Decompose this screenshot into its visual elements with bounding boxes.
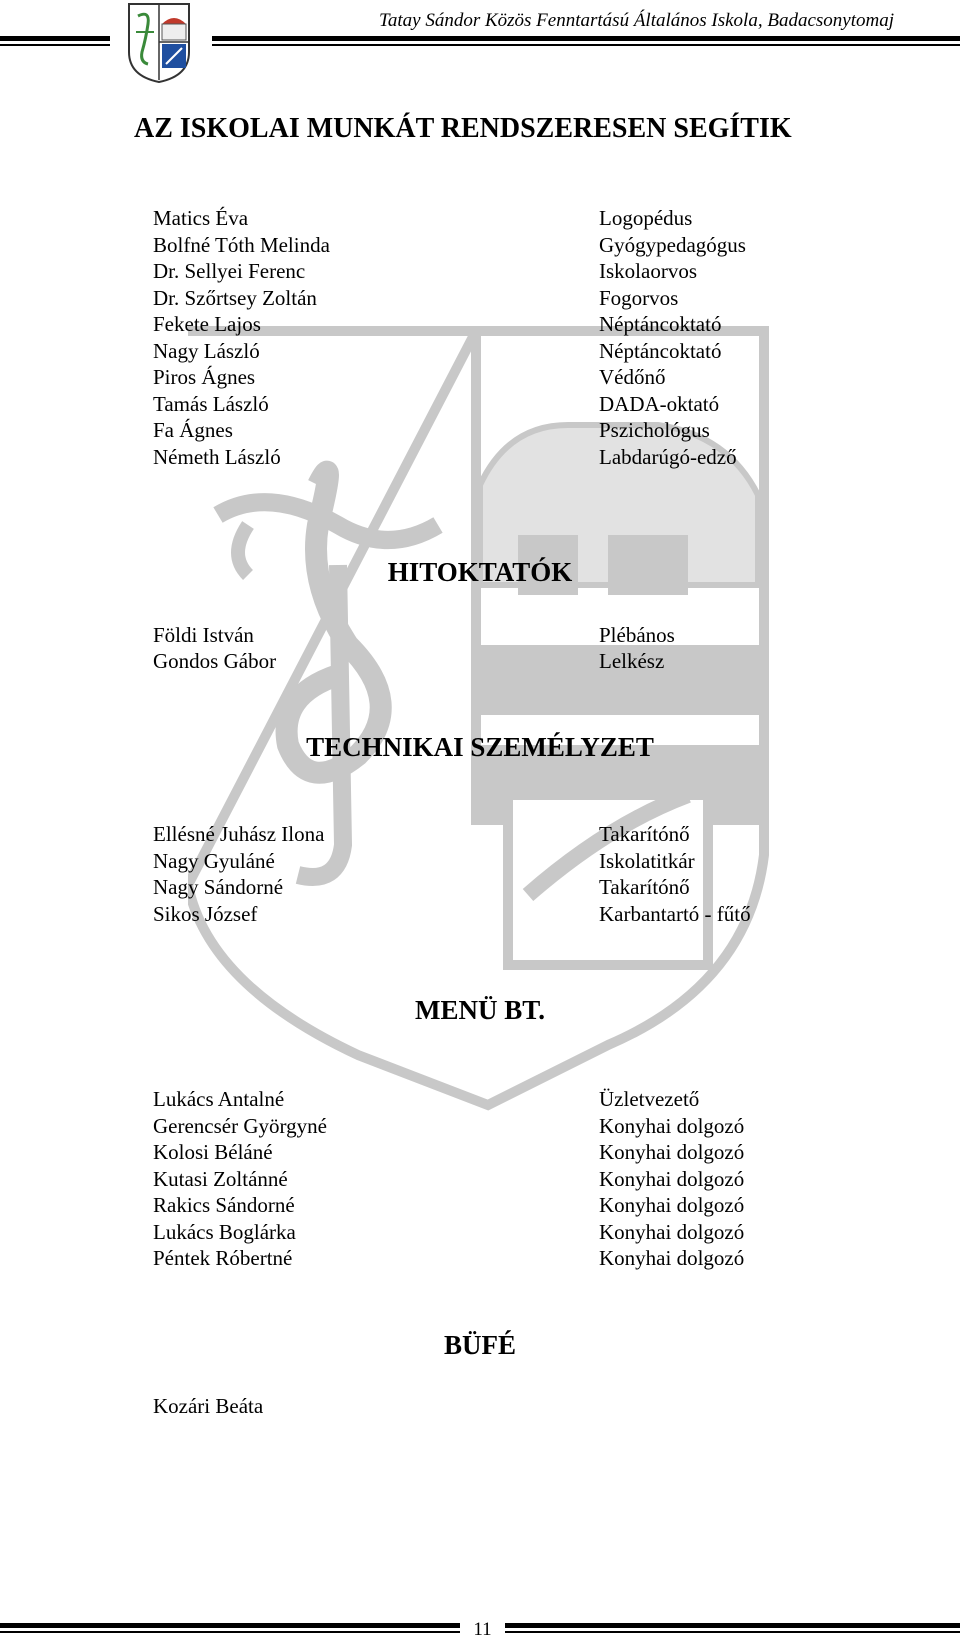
list-item: Tamás László DADA-oktató	[0, 391, 960, 418]
list-item: Kozári Beáta	[0, 1393, 960, 1420]
person-name: Földi István	[153, 623, 254, 647]
person-role: Konyhai dolgozó	[599, 1140, 745, 1164]
section-heading-menu: MENÜ BT.	[414, 995, 545, 1025]
section-heading-buffet: BÜFÉ	[443, 1330, 516, 1360]
section-heading-religion: HITOKTATÓK	[387, 557, 573, 587]
person-role: Védőnő	[599, 365, 666, 389]
list-item: Dr. Sellyei Ferenc Iskolaorvos	[0, 258, 960, 285]
person-name: Dr. Szőrtsey Zoltán	[153, 286, 317, 310]
person-role: Logopédus	[599, 206, 693, 230]
list-item: Nagy Gyuláné Iskolatitkár	[0, 848, 960, 875]
footer-rule-thin	[505, 1631, 960, 1633]
person-name: Nagy Sándorné	[153, 875, 284, 899]
list-item: Sikos József Karbantartó - fűtő	[0, 901, 960, 928]
list-item: Fa Ágnes Pszichológus	[0, 417, 960, 444]
person-name: Lukács Antalné	[153, 1087, 285, 1111]
person-name: Péntek Róbertné	[153, 1246, 293, 1270]
person-name: Matics Éva	[153, 206, 249, 230]
person-name: Nagy Gyuláné	[153, 849, 275, 873]
list-item: Lukács Antalné Üzletvezető	[0, 1086, 960, 1113]
person-role: Labdarúgó-edző	[599, 445, 737, 469]
footer-rule	[505, 1623, 960, 1628]
list-item: Bolfné Tóth Melinda Gyógypedagógus	[0, 232, 960, 259]
list-item: Dr. Szőrtsey Zoltán Fogorvos	[0, 285, 960, 312]
person-role: Takarítónő	[599, 822, 690, 846]
list-item: Földi István Plébános	[0, 622, 960, 649]
person-role: Konyhai dolgozó	[599, 1246, 745, 1270]
list-item: Nagy Sándorné Takarítónő	[0, 874, 960, 901]
person-name: Kolosi Béláné	[153, 1140, 273, 1164]
footer-rule	[0, 1623, 460, 1628]
person-role: Üzletvezető	[599, 1087, 700, 1111]
person-name: Dr. Sellyei Ferenc	[153, 259, 306, 283]
person-name: Lukács Boglárka	[153, 1220, 296, 1244]
person-role: Iskolaorvos	[599, 259, 697, 283]
list-item: Gerencsér Györgyné Konyhai dolgozó	[0, 1113, 960, 1140]
person-role: Takarítónő	[599, 875, 690, 899]
person-role: Konyhai dolgozó	[599, 1167, 745, 1191]
person-role: Néptáncoktató	[599, 339, 722, 363]
person-name: Piros Ágnes	[153, 365, 256, 389]
page-number: 11	[473, 1619, 492, 1640]
person-name: Sikos József	[153, 902, 258, 926]
list-item: Ellésné Juhász Ilona Takarítónő	[0, 821, 960, 848]
person-name: Fa Ágnes	[153, 418, 233, 442]
list-item: Matics Éva Logopédus	[0, 205, 960, 232]
school-name: Tatay Sándor Közös Fenntartású Általános…	[379, 10, 894, 31]
list-item: Piros Ágnes Védőnő	[0, 364, 960, 391]
person-name: Kutasi Zoltánné	[153, 1167, 288, 1191]
person-role: Iskolatitkár	[599, 849, 695, 873]
person-role: Karbantartó - fűtő	[599, 902, 751, 926]
person-name: Ellésné Juhász Ilona	[153, 822, 325, 846]
header-rule-thin	[0, 44, 110, 46]
list-item: Nagy László Néptáncoktató	[0, 338, 960, 365]
person-name: Kozári Beáta	[153, 1394, 264, 1418]
crest-watermark	[182, 325, 770, 1115]
list-item: Kutasi Zoltánné Konyhai dolgozó	[0, 1166, 960, 1193]
list-item: Fekete Lajos Néptáncoktató	[0, 311, 960, 338]
list-item: Lukács Boglárka Konyhai dolgozó	[0, 1219, 960, 1246]
person-role: Konyhai dolgozó	[599, 1193, 745, 1217]
person-name: Bolfné Tóth Melinda	[153, 233, 330, 257]
person-name: Gerencsér Györgyné	[153, 1114, 327, 1138]
list-item: Németh László Labdarúgó-edző	[0, 444, 960, 471]
list-item: Gondos Gábor Lelkész	[0, 648, 960, 675]
school-crest-icon	[126, 2, 192, 84]
list-item: Péntek Róbertné Konyhai dolgozó	[0, 1245, 960, 1272]
person-name: Rakics Sándorné	[153, 1193, 295, 1217]
header-rule	[0, 36, 110, 41]
person-name: Nagy László	[153, 339, 260, 363]
person-role: DADA-oktató	[599, 392, 720, 416]
person-role: Pszichológus	[599, 418, 710, 442]
person-role: Gyógypedagógus	[599, 233, 746, 257]
list-item: Kolosi Béláné Konyhai dolgozó	[0, 1139, 960, 1166]
person-name: Németh László	[153, 445, 281, 469]
footer-rule-thin	[0, 1631, 460, 1633]
person-role: Konyhai dolgozó	[599, 1114, 745, 1138]
page-title: AZ ISKOLAI MUNKÁT RENDSZERESEN SEGÍTIK	[134, 113, 792, 144]
header-rule-thin	[212, 44, 960, 46]
list-item: Rakics Sándorné Konyhai dolgozó	[0, 1192, 960, 1219]
person-role: Plébános	[599, 623, 675, 647]
person-name: Gondos Gábor	[153, 649, 277, 673]
person-role: Fogorvos	[599, 286, 679, 310]
person-role: Lelkész	[599, 649, 665, 673]
person-name: Tamás László	[153, 392, 269, 416]
person-role: Néptáncoktató	[599, 312, 722, 336]
person-role: Konyhai dolgozó	[599, 1220, 745, 1244]
person-name: Fekete Lajos	[153, 312, 261, 336]
header-rule	[212, 36, 960, 41]
section-heading-technical: TECHNIKAI SZEMÉLYZET	[306, 732, 654, 762]
